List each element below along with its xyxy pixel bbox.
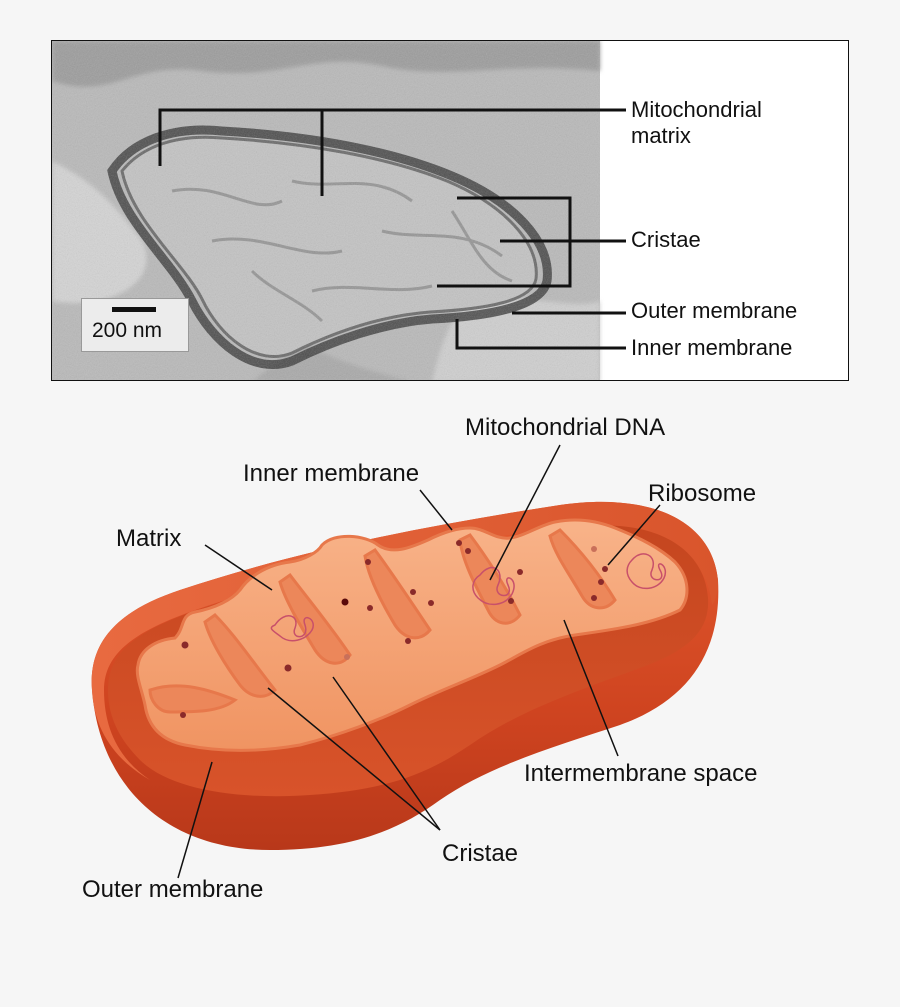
micrograph-panel: 200 nm Mitochondrial matrix Cristae Oute… [51, 40, 849, 381]
label-outer-membrane-micrograph: Outer membrane [631, 298, 798, 323]
mitochondrial-dna-strands [270, 553, 667, 642]
scale-bar [112, 307, 156, 312]
ribosome-dots [180, 540, 608, 718]
label-cristae-micrograph: Cristae [631, 227, 701, 252]
label-mitochondrial-dna: Mitochondrial DNA [465, 414, 666, 441]
micrograph-leader-lines [158, 108, 626, 350]
label-ribosome: Ribosome [648, 480, 757, 507]
label-intermembrane-space: Intermembrane space [524, 760, 758, 787]
label-matrix: Matrix [116, 525, 182, 552]
label-outer-membrane: Outer membrane [82, 876, 264, 903]
label-cristae: Cristae [442, 840, 519, 867]
scale-bar-box: 200 nm [81, 298, 189, 352]
label-inner-membrane: Inner membrane [243, 460, 420, 487]
diagram-leader-lines [177, 444, 661, 879]
label-inner-membrane-micrograph: Inner membrane [631, 335, 793, 360]
scale-bar-label: 200 nm [92, 319, 163, 342]
outer-membrane-rim [91, 501, 718, 780]
label-mitochondrial-matrix: Mitochondrial matrix [631, 97, 762, 148]
